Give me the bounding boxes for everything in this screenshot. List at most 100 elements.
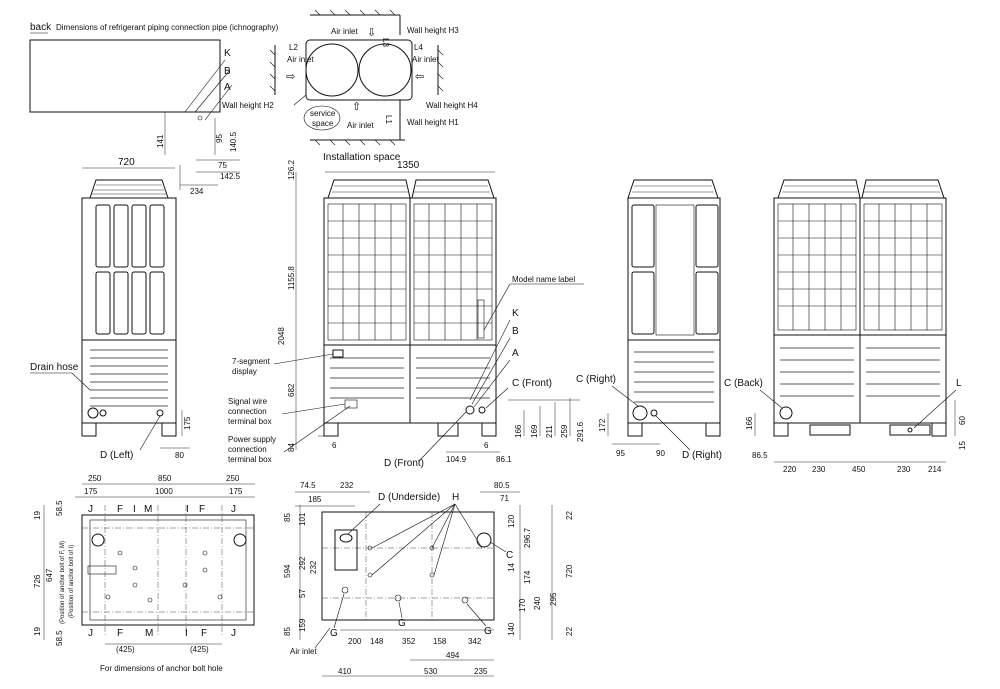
dim-85-b: 85 xyxy=(283,627,292,636)
air-inlet-underside: Air inlet xyxy=(290,647,317,656)
back-label: back xyxy=(30,22,52,33)
dim-75: 75 xyxy=(218,161,227,170)
installation-space-view: Air inlet ⇩ L3 Wall height H3 L2 Air inl… xyxy=(222,9,478,163)
dim-85-a: 85 xyxy=(283,513,292,522)
a-callout: A xyxy=(512,348,519,359)
front-coil-grid xyxy=(327,203,493,341)
drain-hose-hole xyxy=(87,407,99,419)
arrow-right-icon: ⇨ xyxy=(286,71,295,83)
anchor-bolt-view: 250 850 250 175 1000 175 J F I M I F J J… xyxy=(33,474,255,673)
dim-530: 530 xyxy=(424,667,438,676)
k-callout: K xyxy=(512,308,519,319)
pipe-k-label: K xyxy=(224,48,231,59)
dim-120: 120 xyxy=(507,514,516,528)
dim-101: 101 xyxy=(298,512,307,526)
fan-guard-back-left xyxy=(777,179,861,199)
dim-292: 292 xyxy=(298,556,307,570)
dim-259: 259 xyxy=(560,424,569,438)
dim-80: 80 xyxy=(175,451,184,460)
dim-166-back: 166 xyxy=(745,416,754,430)
dim-234: 234 xyxy=(190,187,204,196)
back-coil-grid xyxy=(777,203,943,331)
dim-95: 95 xyxy=(215,134,224,143)
dim-232: 232 xyxy=(340,481,354,490)
l3-label: L3 xyxy=(381,38,390,47)
dim-90: 90 xyxy=(656,449,665,458)
dim-170: 170 xyxy=(518,598,527,612)
l4-label: L4 xyxy=(414,43,423,52)
installation-caption: Installation space xyxy=(323,152,401,163)
dim-594: 594 xyxy=(283,564,292,578)
dim-250-b: 250 xyxy=(226,474,240,483)
j-bottom-left: J xyxy=(88,628,93,639)
dim-1350: 1350 xyxy=(397,160,420,171)
dim-6-left: 6 xyxy=(332,441,337,450)
wall-h3: Wall height H3 xyxy=(407,26,459,35)
f-bottom-left: F xyxy=(117,628,123,639)
dim-235: 235 xyxy=(474,667,488,676)
right-body xyxy=(627,197,721,424)
dim-2048: 2048 xyxy=(277,327,286,345)
seven-segment-display xyxy=(332,349,344,358)
fan-right xyxy=(358,43,412,97)
dim-232-v: 232 xyxy=(309,560,318,574)
dim-142-5: 142.5 xyxy=(220,172,241,181)
g-label-3: G xyxy=(484,626,492,637)
dim-84: 84 xyxy=(287,443,296,452)
d-left-label: D (Left) xyxy=(100,450,133,461)
f-bottom-right: F xyxy=(201,628,207,639)
m-top: M xyxy=(144,504,152,515)
dim-342: 342 xyxy=(468,637,482,646)
i-top-right: I xyxy=(186,504,189,515)
fan-guard-front-left xyxy=(327,179,411,199)
model-name-label-plate xyxy=(477,299,485,339)
left-side-view: 720 Drain hose 175 80 D (Left) xyxy=(30,157,192,461)
dim-720-v: 720 xyxy=(565,564,574,578)
dim-22-a: 22 xyxy=(565,511,574,520)
wall-h4: Wall height H4 xyxy=(426,101,478,110)
arrow-up-icon: ⇧ xyxy=(352,101,361,113)
signal-label-3: terminal box xyxy=(228,417,272,426)
piping-connection-view: back Dimensions of refrigerant piping co… xyxy=(29,22,279,196)
dim-57: 57 xyxy=(298,589,307,598)
dim-80-5: 80.5 xyxy=(494,481,510,490)
dim-352: 352 xyxy=(402,637,416,646)
c-right-label: C (Right) xyxy=(576,374,616,385)
power-label-1: Power supply xyxy=(228,435,276,444)
dim-175-a: 175 xyxy=(84,487,98,496)
dim-200: 200 xyxy=(348,637,362,646)
air-inlet-right: Air inlet xyxy=(412,55,439,64)
d-front-label: D (Front) xyxy=(384,458,424,469)
dim-74-5: 74.5 xyxy=(300,481,316,490)
arrow-left-icon: ⇦ xyxy=(415,71,424,83)
dim-140: 140 xyxy=(507,622,516,636)
dim-425-a: (425) xyxy=(116,645,135,654)
dim-166: 166 xyxy=(514,424,523,438)
fan-guard-front-right xyxy=(411,179,495,199)
anchor-caption: For dimensions of anchor bolt hole xyxy=(100,664,223,673)
dim-185: 185 xyxy=(308,495,322,504)
dim-148: 148 xyxy=(370,637,384,646)
dim-159: 159 xyxy=(298,618,307,632)
c-right-hole xyxy=(632,405,648,421)
dim-141: 141 xyxy=(156,134,165,148)
h-label: H xyxy=(452,492,459,503)
service-text: service xyxy=(310,109,336,118)
pos-anchor-f: (Position of anchor bolt of F, M) xyxy=(60,541,66,624)
dim-726: 726 xyxy=(33,574,42,588)
f-top-left: F xyxy=(117,504,123,515)
dim-58-5-b: 58.5 xyxy=(55,630,64,646)
dim-140-5: 140.5 xyxy=(229,131,238,152)
j-top-left: J xyxy=(88,504,93,515)
seg-label-1: 7-segment xyxy=(232,357,271,366)
c-back-label: C (Back) xyxy=(724,378,763,389)
dim-95-right: 95 xyxy=(616,449,625,458)
fan-left xyxy=(305,43,359,97)
dim-60: 60 xyxy=(958,416,967,425)
air-inlet-left: Air inlet xyxy=(287,55,314,64)
i-bottom: I xyxy=(185,628,188,639)
c-front-callout: C (Front) xyxy=(512,378,552,389)
drain-hose-label: Drain hose xyxy=(30,362,79,373)
fan-guard-right xyxy=(627,179,719,199)
